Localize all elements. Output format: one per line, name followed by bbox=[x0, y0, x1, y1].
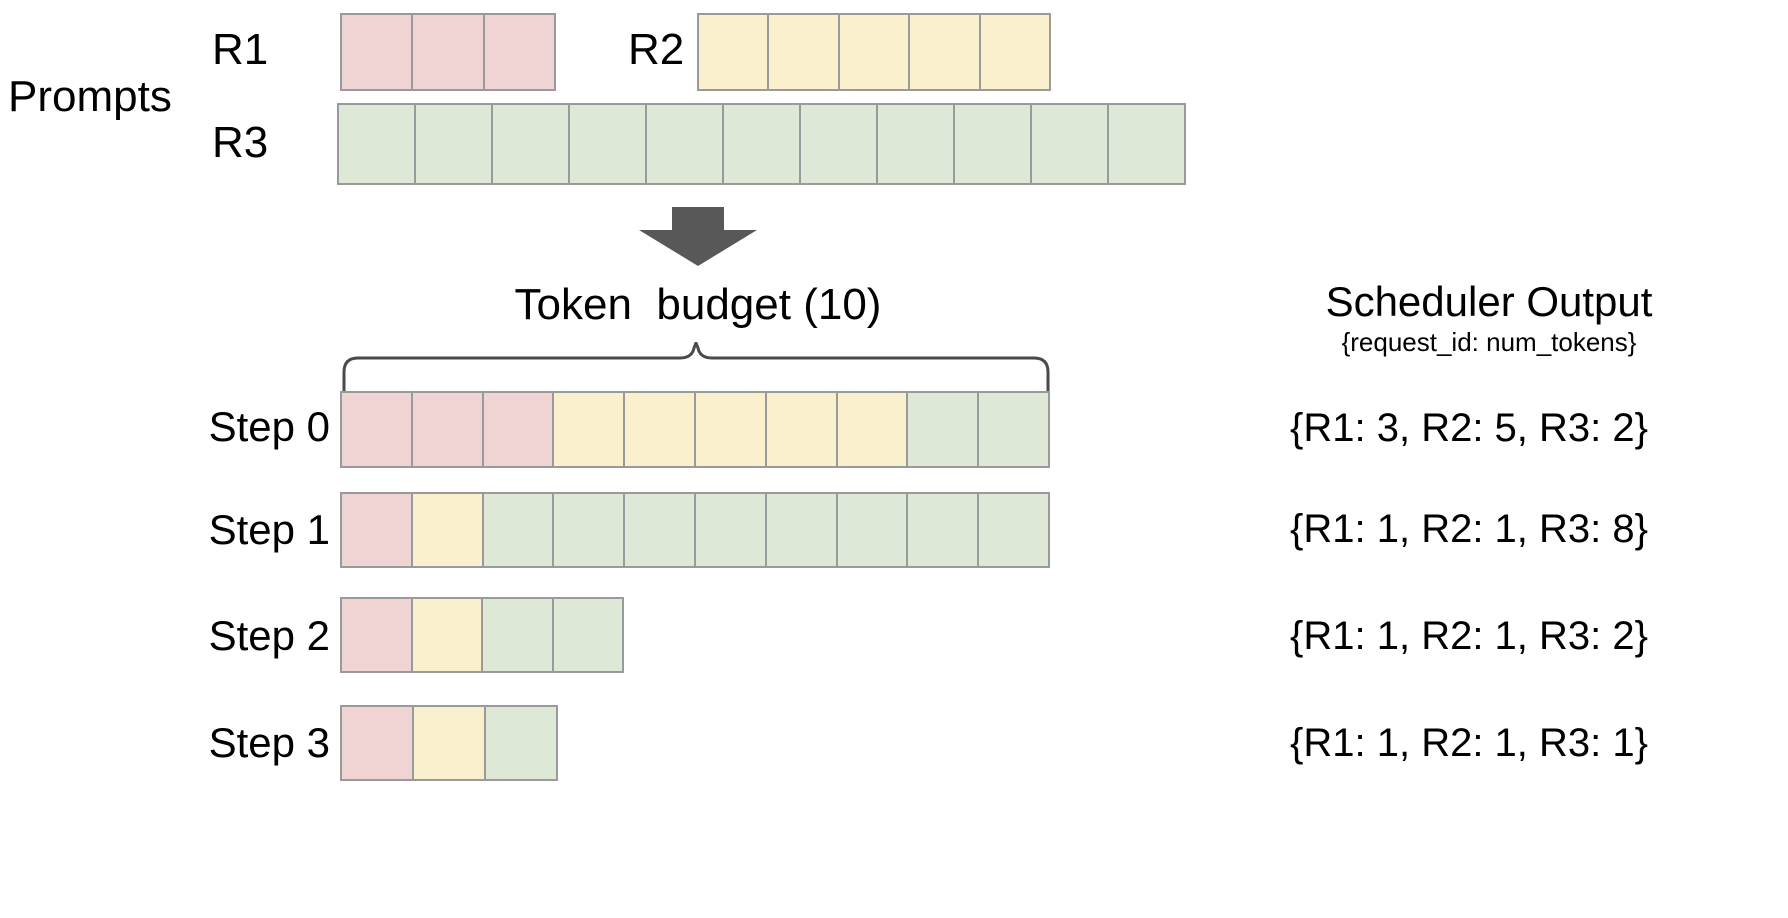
prompt-r3-cell-r3 bbox=[493, 105, 570, 183]
step-label-1: Step 1 bbox=[208, 506, 330, 553]
step-1-cell-r1 bbox=[342, 494, 413, 566]
request-label-r3: R3 bbox=[212, 118, 269, 167]
prompt-r3-cell-r3 bbox=[724, 105, 801, 183]
prompt-r3-cell-r3 bbox=[570, 105, 647, 183]
curly-brace-icon bbox=[340, 338, 1052, 393]
step-label-3: Step 3 bbox=[208, 719, 330, 766]
prompt-r3-cell-r3 bbox=[801, 105, 878, 183]
prompt-r3-cell-r3 bbox=[1109, 105, 1184, 183]
step-3-cell-r3 bbox=[486, 707, 556, 779]
scheduler-output-title: Scheduler Output bbox=[1325, 278, 1653, 325]
step-0-cell-r1 bbox=[342, 393, 413, 466]
prompt-r2-cell-r2 bbox=[839, 15, 911, 89]
prompt-r2-cell-r2 bbox=[699, 15, 770, 89]
prompt-r2-cell-r2 bbox=[769, 15, 840, 89]
step-1-cell-r2 bbox=[412, 494, 484, 566]
step-token-row-0 bbox=[340, 391, 1050, 468]
request-label-r2: R2 bbox=[628, 25, 685, 74]
step-2-cell-r3 bbox=[483, 599, 554, 671]
step-1-cell-r3 bbox=[837, 494, 909, 566]
prompt-token-row-r3 bbox=[337, 103, 1186, 185]
step-0-cell-r2 bbox=[766, 393, 838, 466]
step-0-cell-r2 bbox=[695, 393, 767, 466]
step-token-row-2 bbox=[340, 597, 624, 673]
scheduler-output-subtitle: {request_id: num_tokens} bbox=[1341, 327, 1637, 357]
step-1-cell-r3 bbox=[625, 494, 696, 566]
step-label-2: Step 2 bbox=[208, 612, 330, 659]
step-3-cell-r2 bbox=[414, 707, 486, 779]
scheduler-output-1: {R1: 1, R2: 1, R3: 8} bbox=[1290, 507, 1648, 551]
prompt-r1-cell-r1 bbox=[342, 15, 414, 89]
step-0-cell-r2 bbox=[625, 393, 696, 466]
prompt-r3-cell-r3 bbox=[647, 105, 724, 183]
token-budget-title: Token budget (10) bbox=[514, 280, 882, 329]
step-token-row-1 bbox=[340, 492, 1050, 568]
step-0-cell-r1 bbox=[412, 393, 484, 466]
prompt-r3-cell-r3 bbox=[339, 105, 416, 183]
prompts-section-label: Prompts bbox=[8, 72, 172, 121]
step-1-cell-r3 bbox=[766, 494, 838, 566]
prompt-r3-cell-r3 bbox=[416, 105, 493, 183]
step-1-cell-r3 bbox=[483, 494, 555, 566]
down-arrow-icon bbox=[638, 207, 758, 267]
prompt-r3-cell-r3 bbox=[955, 105, 1032, 183]
scheduler-output-3: {R1: 1, R2: 1, R3: 1} bbox=[1290, 721, 1648, 765]
step-0-cell-r1 bbox=[483, 393, 555, 466]
prompt-token-row-r1 bbox=[340, 13, 556, 91]
step-1-cell-r3 bbox=[554, 494, 626, 566]
prompt-token-row-r2 bbox=[697, 13, 1051, 91]
request-label-r1: R1 bbox=[212, 25, 269, 74]
prompt-r2-cell-r2 bbox=[910, 15, 981, 89]
step-1-cell-r3 bbox=[908, 494, 980, 566]
step-0-cell-r3 bbox=[908, 393, 980, 466]
step-token-row-3 bbox=[340, 705, 558, 781]
step-1-cell-r3 bbox=[695, 494, 767, 566]
step-3-cell-r1 bbox=[342, 707, 414, 779]
scheduler-output-0: {R1: 3, R2: 5, R3: 2} bbox=[1290, 406, 1648, 450]
step-0-cell-r2 bbox=[837, 393, 909, 466]
step-label-0: Step 0 bbox=[208, 403, 330, 450]
prompt-r1-cell-r1 bbox=[413, 15, 485, 89]
prompt-r2-cell-r2 bbox=[980, 15, 1050, 89]
scheduler-output-2: {R1: 1, R2: 1, R3: 2} bbox=[1290, 614, 1648, 658]
step-0-cell-r3 bbox=[979, 393, 1048, 466]
step-2-cell-r3 bbox=[553, 599, 622, 671]
prompt-r1-cell-r1 bbox=[484, 15, 554, 89]
step-0-cell-r2 bbox=[554, 393, 626, 466]
prompt-r3-cell-r3 bbox=[878, 105, 955, 183]
step-2-cell-r1 bbox=[342, 599, 413, 671]
prompt-r3-cell-r3 bbox=[1032, 105, 1109, 183]
step-1-cell-r3 bbox=[979, 494, 1048, 566]
step-2-cell-r2 bbox=[412, 599, 483, 671]
